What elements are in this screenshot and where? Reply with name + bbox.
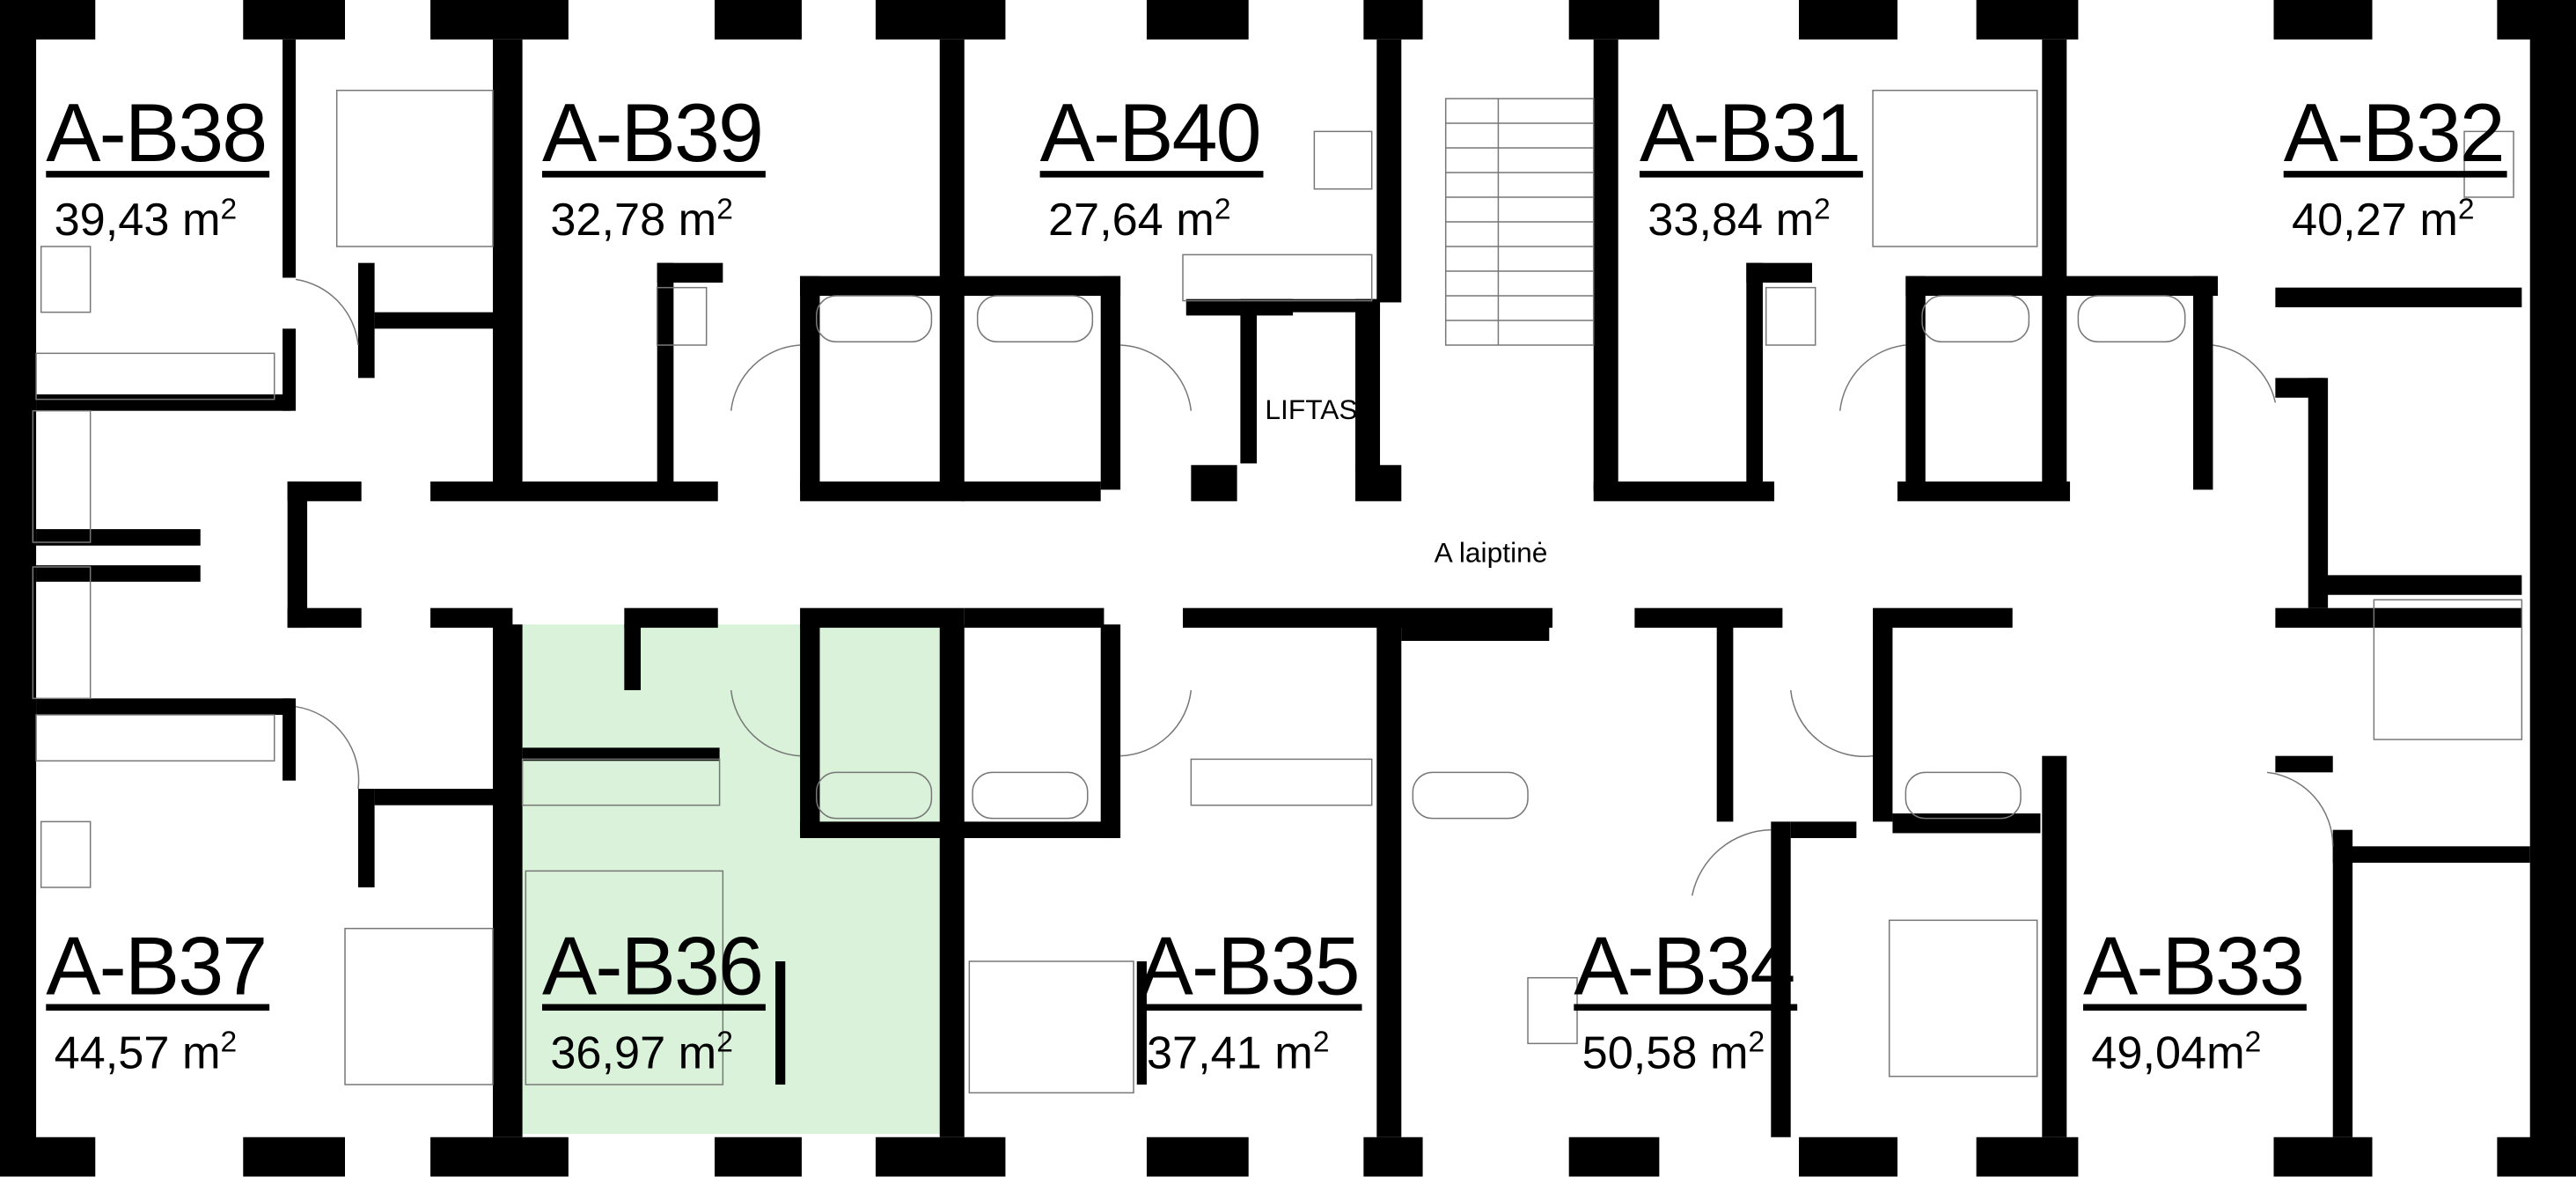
- unit-area: 36,97 m2: [550, 1025, 733, 1078]
- unit-area: 49,04m2: [2091, 1025, 2262, 1078]
- unit-code: A-B36: [542, 925, 766, 1011]
- unit-a-b35[interactable]: A-B35 37,41 m2: [1138, 925, 1362, 1082]
- unit-code: A-B39: [542, 92, 766, 178]
- unit-code: A-B31: [1639, 92, 1863, 178]
- unit-area: 27,64 m2: [1047, 192, 1231, 246]
- unit-a-b33[interactable]: A-B33 49,04m2: [2082, 925, 2307, 1082]
- unit-code: A-B34: [1574, 925, 1798, 1011]
- unit-code: A-B37: [46, 925, 270, 1011]
- elevator-label: LIFTAS: [1265, 394, 1358, 426]
- unit-code: A-B40: [1039, 92, 1264, 178]
- unit-a-b36[interactable]: A-B36 36,97 m2: [542, 925, 766, 1082]
- unit-code: A-B32: [2283, 92, 2507, 178]
- unit-a-b31[interactable]: A-B31 33,84 m2: [1639, 92, 1863, 248]
- unit-area: 39,43 m2: [54, 192, 238, 246]
- unit-area: 44,57 m2: [54, 1025, 238, 1078]
- unit-a-b32[interactable]: A-B32 40,27 m2: [2283, 92, 2507, 248]
- unit-a-b40[interactable]: A-B40 27,64 m2: [1039, 92, 1264, 248]
- unit-a-b34[interactable]: A-B34 50,58 m2: [1574, 925, 1798, 1082]
- unit-a-b38[interactable]: A-B38 39,43 m2: [46, 92, 270, 248]
- unit-code: A-B38: [46, 92, 270, 178]
- unit-code: A-B35: [1138, 925, 1362, 1011]
- unit-area: 33,84 m2: [1648, 192, 1831, 246]
- unit-a-b37[interactable]: A-B37 44,57 m2: [46, 925, 270, 1082]
- unit-highlight-a-b36[interactable]: [522, 624, 942, 1135]
- unit-area: 32,78 m2: [550, 192, 733, 246]
- unit-area: 50,58 m2: [1582, 1025, 1765, 1078]
- unit-area: 37,41 m2: [1146, 1025, 1330, 1078]
- unit-code: A-B33: [2082, 925, 2307, 1011]
- unit-a-b39[interactable]: A-B39 32,78 m2: [542, 92, 766, 248]
- fixtures: [32, 89, 2523, 1094]
- unit-area: 40,27 m2: [2292, 192, 2475, 246]
- stairwell-label: A laiptinė: [1434, 537, 1548, 569]
